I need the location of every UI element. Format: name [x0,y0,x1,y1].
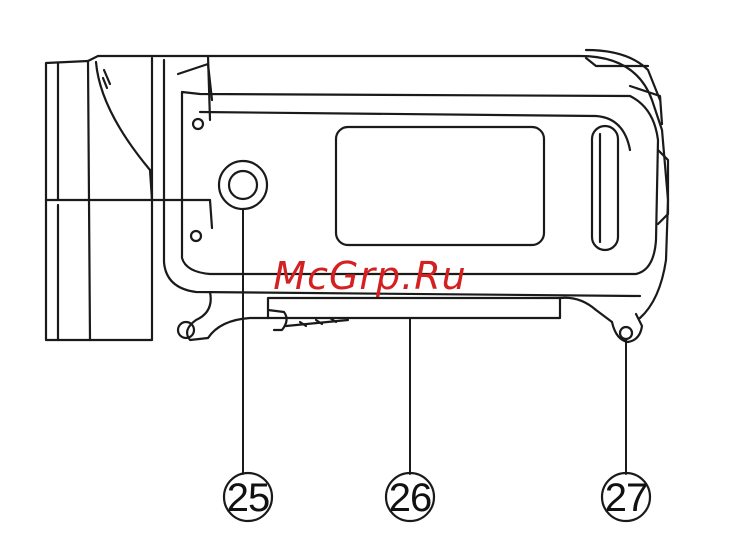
callout-25: 25 [224,473,272,521]
callout-26: 26 [386,473,434,521]
leader-lines [243,209,626,474]
callout-number: 26 [389,476,432,520]
callout-number: 27 [605,476,648,520]
callout-number: 25 [227,476,270,520]
side-slot [592,126,618,250]
lens-barrel [46,56,212,340]
strap-hook [612,314,642,342]
watermark-text: McGrp.Ru [273,254,466,298]
bottom-panel [336,127,544,245]
callout-27: 27 [602,473,650,521]
tripod-socket [219,161,267,209]
